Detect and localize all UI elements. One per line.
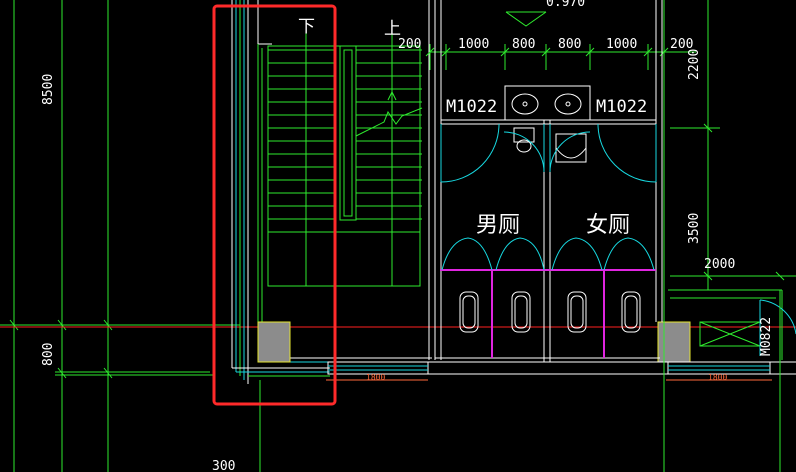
label-up: 上: [384, 19, 401, 39]
misc-lines: [259, 290, 781, 472]
exterior-bottom-lines: [428, 361, 796, 375]
label-door-right: M1022: [596, 97, 647, 117]
stall-door-swings: [441, 237, 655, 271]
sink-counter: [504, 85, 591, 163]
label-door-left: M1022: [446, 97, 497, 117]
window-right: [666, 361, 772, 381]
dim-bottom-1800-left: 1800: [366, 373, 385, 382]
dim-800-left: 800: [41, 343, 56, 366]
column-left: [257, 321, 291, 363]
dim-top-200-left: 200: [398, 37, 421, 52]
stair-treads-right: [356, 49, 422, 220]
stall-partitions: [491, 270, 605, 358]
label-down: 下: [298, 17, 315, 37]
dim-3500-right: 3500: [687, 213, 702, 244]
left-dimension-lines: [0, 0, 240, 472]
dim-top-800-right: 800: [558, 37, 581, 52]
dim-top-fragment: 0.970: [546, 0, 585, 10]
dim-top-1000-left: 1000: [458, 37, 489, 52]
right-dimension-lines: [663, 0, 796, 472]
urinals: [459, 291, 641, 333]
dim-bottom-300: 300: [212, 459, 235, 472]
label-mens-room: 男厕: [476, 213, 520, 238]
stair-treads-left: [268, 49, 336, 220]
door-swings-top: [440, 123, 657, 183]
dim-top-800-left: 800: [512, 37, 535, 52]
stair-landing: [267, 40, 421, 287]
dim-top-200-right: 200: [670, 37, 693, 52]
window-left: [326, 361, 429, 381]
dim-8500-left: 8500: [41, 74, 56, 105]
stair-direction-arrow: [305, 24, 423, 148]
dim-bottom-1800-right: 1800: [708, 373, 727, 382]
label-womens-room: 女厕: [586, 213, 630, 238]
highlight-box: [212, 4, 337, 406]
dim-2200-right: 2200: [687, 49, 702, 80]
column-right: [657, 321, 691, 363]
dim-2000-right: 2000: [704, 257, 735, 272]
dim-top-1000-right: 1000: [606, 37, 637, 52]
toilet-room-walls: [434, 0, 663, 363]
right-door-swing: [759, 299, 796, 356]
label-door-far-right: M0822: [759, 317, 774, 356]
